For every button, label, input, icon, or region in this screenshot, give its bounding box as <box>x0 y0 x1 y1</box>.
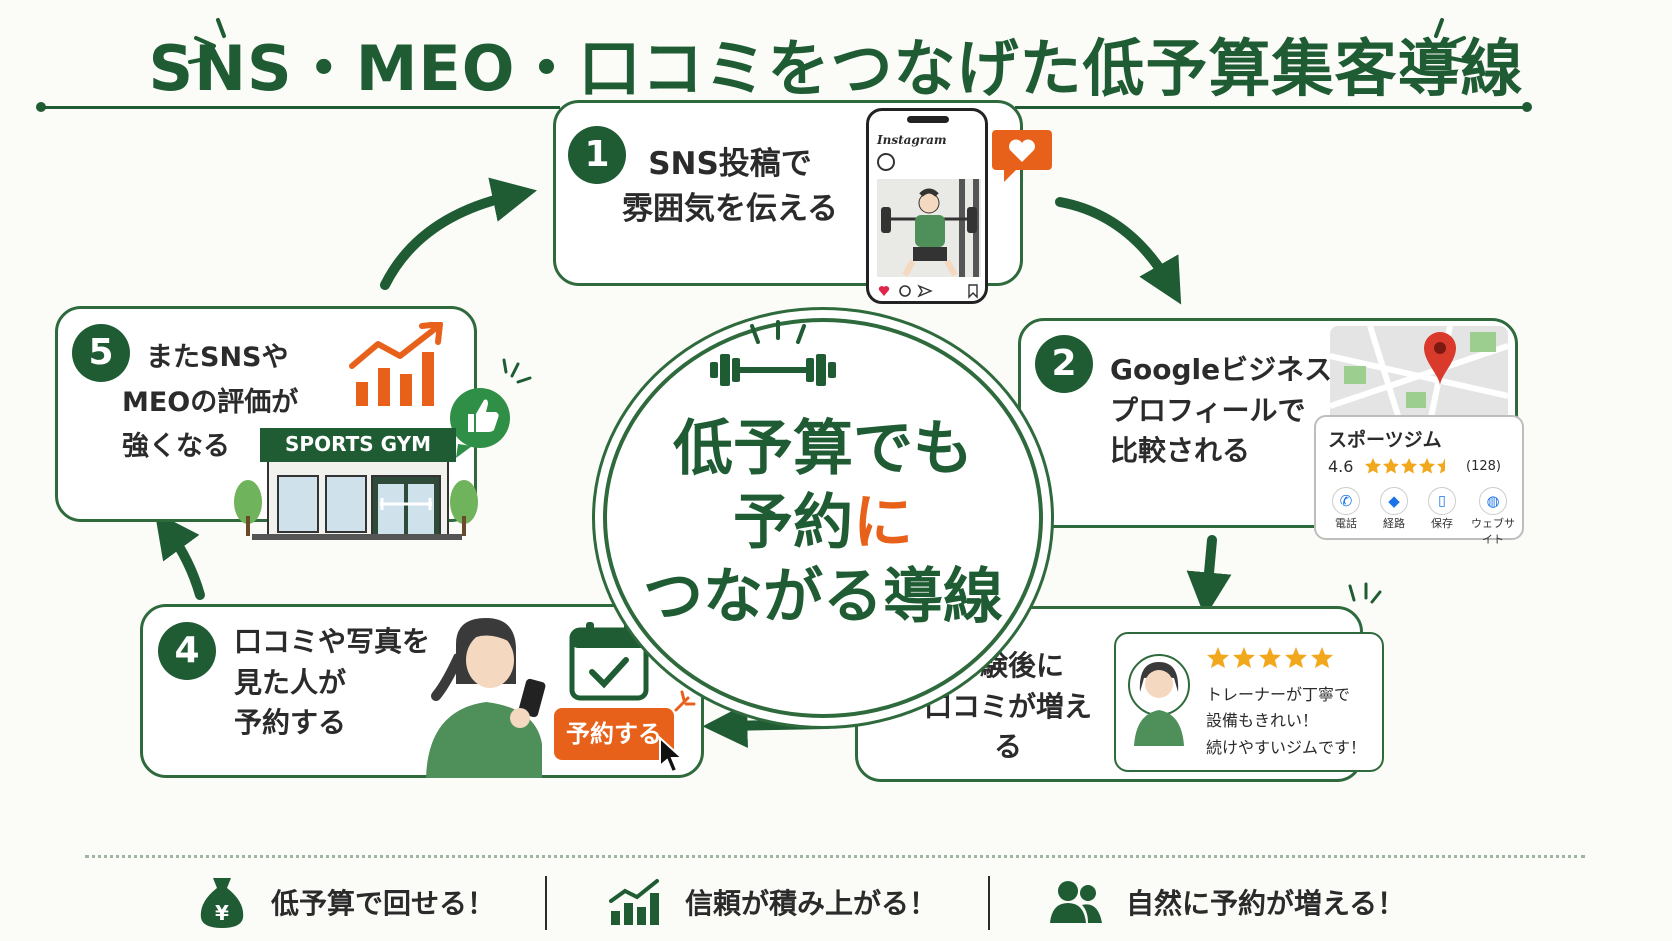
title-sparkle-right-icon <box>1434 18 1472 64</box>
gym-storefront <box>234 428 478 540</box>
save-button[interactable]: ▯ 保存 <box>1418 487 1466 547</box>
five-stars-icon <box>1207 647 1333 668</box>
business-rating: 4.6 <box>1328 457 1354 476</box>
step-number-2: 2 <box>1035 335 1093 393</box>
directions-button[interactable]: ◆ 経路 <box>1370 487 1418 547</box>
footer-item-budget: ¥ 低予算で回せる！ <box>195 872 495 932</box>
step-text-4: 口コミや写真を 見た人が 予約する <box>234 625 431 740</box>
call-button[interactable]: ✆ 電話 <box>1322 487 1370 547</box>
business-name: スポーツジム <box>1328 429 1442 451</box>
review-count: (128) <box>1466 459 1501 474</box>
step-number-4: 4 <box>158 622 216 680</box>
thumbs-up-bubble-icon <box>450 388 510 458</box>
arrow-5-to-1 <box>380 177 538 290</box>
arrow-4-to-5 <box>154 511 205 600</box>
footer-text-1: 低予算で回せる！ <box>271 887 496 920</box>
people-icon <box>1050 881 1102 923</box>
footer-separator-2 <box>988 876 990 930</box>
woman-with-phone <box>426 618 546 778</box>
rating-stars-icon <box>1365 458 1445 474</box>
dumbbell-icon <box>710 354 836 386</box>
map-thumbnail <box>1330 326 1508 422</box>
website-button[interactable]: ◍ ウェブサイト <box>1466 487 1520 547</box>
bookmark-icon: ▯ <box>1428 487 1456 515</box>
cursor-icon <box>659 736 685 774</box>
center-line-1: 低予算でも <box>673 414 973 484</box>
footer-divider <box>85 855 1585 858</box>
reserve-button[interactable]: 予約する <box>554 708 674 760</box>
profile-avatar <box>877 153 895 171</box>
directions-icon: ◆ <box>1380 487 1408 515</box>
rule-dot-right <box>1522 102 1532 112</box>
instagram-phone: Instagram <box>866 108 988 304</box>
globe-icon: ◍ <box>1479 487 1507 515</box>
step-number-5: 5 <box>72 324 130 382</box>
footer-item-trust: 信頼が積み上がる！ <box>607 872 937 932</box>
page-title: SNS・MEO・口コミをつなげた低予算集客導線 <box>148 32 1524 105</box>
step-text-5: またSNSや MEOの評価が 強くなる <box>122 342 299 463</box>
customer-review-card: トレーナーが丁寧で 設備もきれい！ 続けやすいジムです！ <box>1114 632 1384 772</box>
review-text: トレーナーが丁寧で 設備もきれい！ 続けやすいジムです！ <box>1206 685 1367 757</box>
post-actions <box>878 284 978 299</box>
step-number-1: 1 <box>568 126 626 184</box>
center-circle <box>603 318 1043 718</box>
center-line-3: つながる導線 <box>643 562 1003 632</box>
center-line-2: 予約に <box>733 488 913 558</box>
title-rule-left <box>40 106 560 109</box>
footer-text-3: 自然に予約が増える！ <box>1126 887 1406 920</box>
phone-icon: ✆ <box>1332 487 1360 515</box>
reviewer-avatar <box>1128 654 1190 746</box>
click-spark-icon <box>674 690 696 712</box>
title-sparkle-left-icon <box>188 18 226 64</box>
center-sparkle-icon <box>750 320 806 344</box>
footer-separator-1 <box>545 876 547 930</box>
gym-photo <box>877 179 981 277</box>
like-bubble-icon <box>992 130 1052 182</box>
map-pin-icon <box>1424 332 1456 386</box>
footer-item-bookings: 自然に予約が増える！ <box>1048 872 1405 932</box>
footer-text-2: 信頼が積み上がる！ <box>685 887 938 920</box>
money-bag-icon: ¥ <box>200 878 244 928</box>
growth-chart-icon <box>349 322 443 406</box>
step-text-2: Googleビジネス プロフィールで 比較される <box>1110 353 1333 468</box>
calendar-check-icon <box>569 622 649 701</box>
google-business-card: スポーツジム 4.6 (128) ✆ 電話 ◆ 経路 ▯ 保存 ◍ ウェブサイト <box>1314 415 1524 546</box>
title-rule-right <box>1015 106 1530 109</box>
arrow-3-to-4 <box>702 703 833 749</box>
bar-chart-icon <box>609 879 659 925</box>
svg-text:¥: ¥ <box>215 901 229 925</box>
gym-sign: SPORTS GYM <box>285 432 431 456</box>
thumbs-sparkle-icon <box>502 358 532 384</box>
step-text-1: SNS投稿で 雰囲気を伝える <box>621 146 839 227</box>
instagram-app-name: Instagram <box>877 133 947 147</box>
review-sparkle-icon <box>1348 582 1382 604</box>
arrow-1-to-2 <box>1055 197 1182 305</box>
arrow-2-to-3 <box>1186 535 1232 618</box>
